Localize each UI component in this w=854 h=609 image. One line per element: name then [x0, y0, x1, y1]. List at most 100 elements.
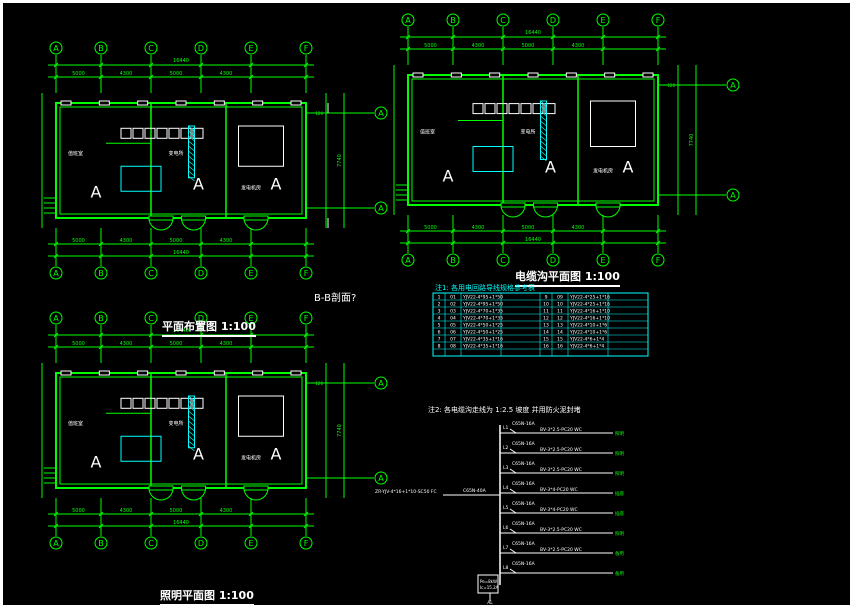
dim-tick — [550, 228, 556, 234]
axis-letter: D — [198, 314, 204, 323]
axis-bubble: F — [651, 13, 665, 27]
table-cell: YJV22-4*50+1*25 — [462, 323, 503, 329]
table-cell: 04 — [450, 316, 456, 322]
dim-tick — [600, 240, 606, 246]
table-cell: 1 — [438, 295, 441, 301]
dim-tick — [98, 74, 104, 80]
dim-tick — [198, 253, 204, 259]
table-cell: YJV22-4*25+1*16 — [569, 295, 610, 301]
window-marker — [604, 72, 616, 78]
dim-tick — [303, 523, 309, 529]
dim-tick — [148, 253, 154, 259]
switchgear-cabinet — [484, 103, 496, 115]
axis-bubble: D — [194, 41, 208, 55]
table-cell: 06 — [450, 330, 456, 336]
door-opening — [243, 215, 269, 221]
dim-bay: 4300 — [220, 71, 233, 77]
door-opening — [243, 485, 269, 491]
dim-tick — [450, 34, 456, 40]
window-marker — [213, 370, 225, 376]
axis-letter: A — [378, 204, 384, 213]
window-marker — [450, 72, 462, 78]
axis-bubble: A — [374, 376, 388, 390]
axis-letter: D — [198, 269, 204, 278]
dim-tick — [500, 46, 506, 52]
door-swing — [148, 217, 162, 231]
dim-bay: 5000 — [424, 225, 437, 231]
axis-letter: B — [98, 269, 104, 278]
axis-letter: E — [248, 269, 253, 278]
cable-tray-hatch — [188, 155, 195, 162]
table-cell: 7 — [438, 337, 441, 343]
table-cell: YJV22-4*70+1*35 — [462, 316, 503, 322]
room-label: 变电所 — [169, 150, 184, 157]
room-label: 发电机房 — [241, 454, 261, 461]
breaker-symbol — [509, 428, 517, 434]
circuit-id: L7 — [503, 545, 509, 551]
axis-bubble: F — [299, 536, 313, 550]
window-marker — [98, 370, 110, 376]
axis-circle — [446, 253, 460, 267]
axis-bubble: E — [596, 13, 610, 27]
table-cell: 10 — [557, 302, 563, 308]
transformer-block — [120, 165, 162, 192]
table-cell: YJV22-4*95+1*50 — [462, 302, 503, 308]
axis-circle — [401, 13, 415, 27]
cable-tray-hatch — [188, 130, 195, 137]
axis-circle — [194, 41, 208, 55]
axis-bubble: A — [374, 106, 388, 120]
breaker-symbol — [509, 488, 517, 494]
axis-letter: D — [198, 539, 204, 548]
axis-letter: D — [550, 16, 556, 25]
cable-tray-hatch — [188, 145, 195, 152]
generator-block — [238, 395, 284, 437]
circuit-id: L2 — [503, 445, 509, 451]
circuit-cable: BV-3*2.5-PC20 WC — [540, 547, 582, 553]
axis-circle — [546, 13, 560, 27]
table-cell: YJV22-4*35+1*16 — [462, 344, 503, 350]
dim-tick — [198, 62, 204, 68]
axis-bubble: D — [194, 536, 208, 550]
dim-tick — [53, 62, 59, 68]
axis-bubble: D — [546, 253, 560, 267]
dim-overall: 16440 — [173, 328, 189, 334]
door-swing — [607, 204, 621, 218]
dim-overall: 16440 — [173, 250, 189, 256]
dim-bay: 4300 — [220, 238, 233, 244]
axis-circle — [194, 266, 208, 280]
table-cell: 08 — [450, 344, 456, 350]
axis-letter: D — [550, 256, 556, 265]
breaker-symbol — [509, 548, 517, 554]
axis-circle — [446, 13, 460, 27]
switchgear-cabinet — [144, 397, 156, 409]
axis-letter: B — [450, 256, 456, 265]
dim-tick — [148, 332, 154, 338]
circuit-breaker: C65N-16A — [512, 501, 536, 507]
dim-tick — [450, 46, 456, 52]
dim-bay: 5000 — [170, 341, 183, 347]
axis-bubble: E — [244, 311, 258, 325]
breaker-symbol — [509, 468, 517, 474]
dim-bay: 4300 — [220, 341, 233, 347]
dim-tick — [550, 34, 556, 40]
generator-block — [238, 125, 284, 167]
dim-tick — [500, 240, 506, 246]
table-cell: YJV22-4*70+1*35 — [462, 309, 503, 315]
axis-bubble: C — [496, 253, 510, 267]
circuit-id: L6 — [503, 525, 509, 531]
axis-bubble: A — [401, 13, 415, 27]
axis-circle — [244, 41, 258, 55]
table-cell: 8 — [438, 344, 441, 350]
switchgear-cabinet — [156, 127, 168, 139]
axis-letter: E — [248, 314, 253, 323]
axis-bubble: C — [144, 536, 158, 550]
axis-bubble: F — [651, 253, 665, 267]
circuit-id: L8 — [503, 565, 509, 571]
cable-tray-hatch — [540, 155, 547, 162]
